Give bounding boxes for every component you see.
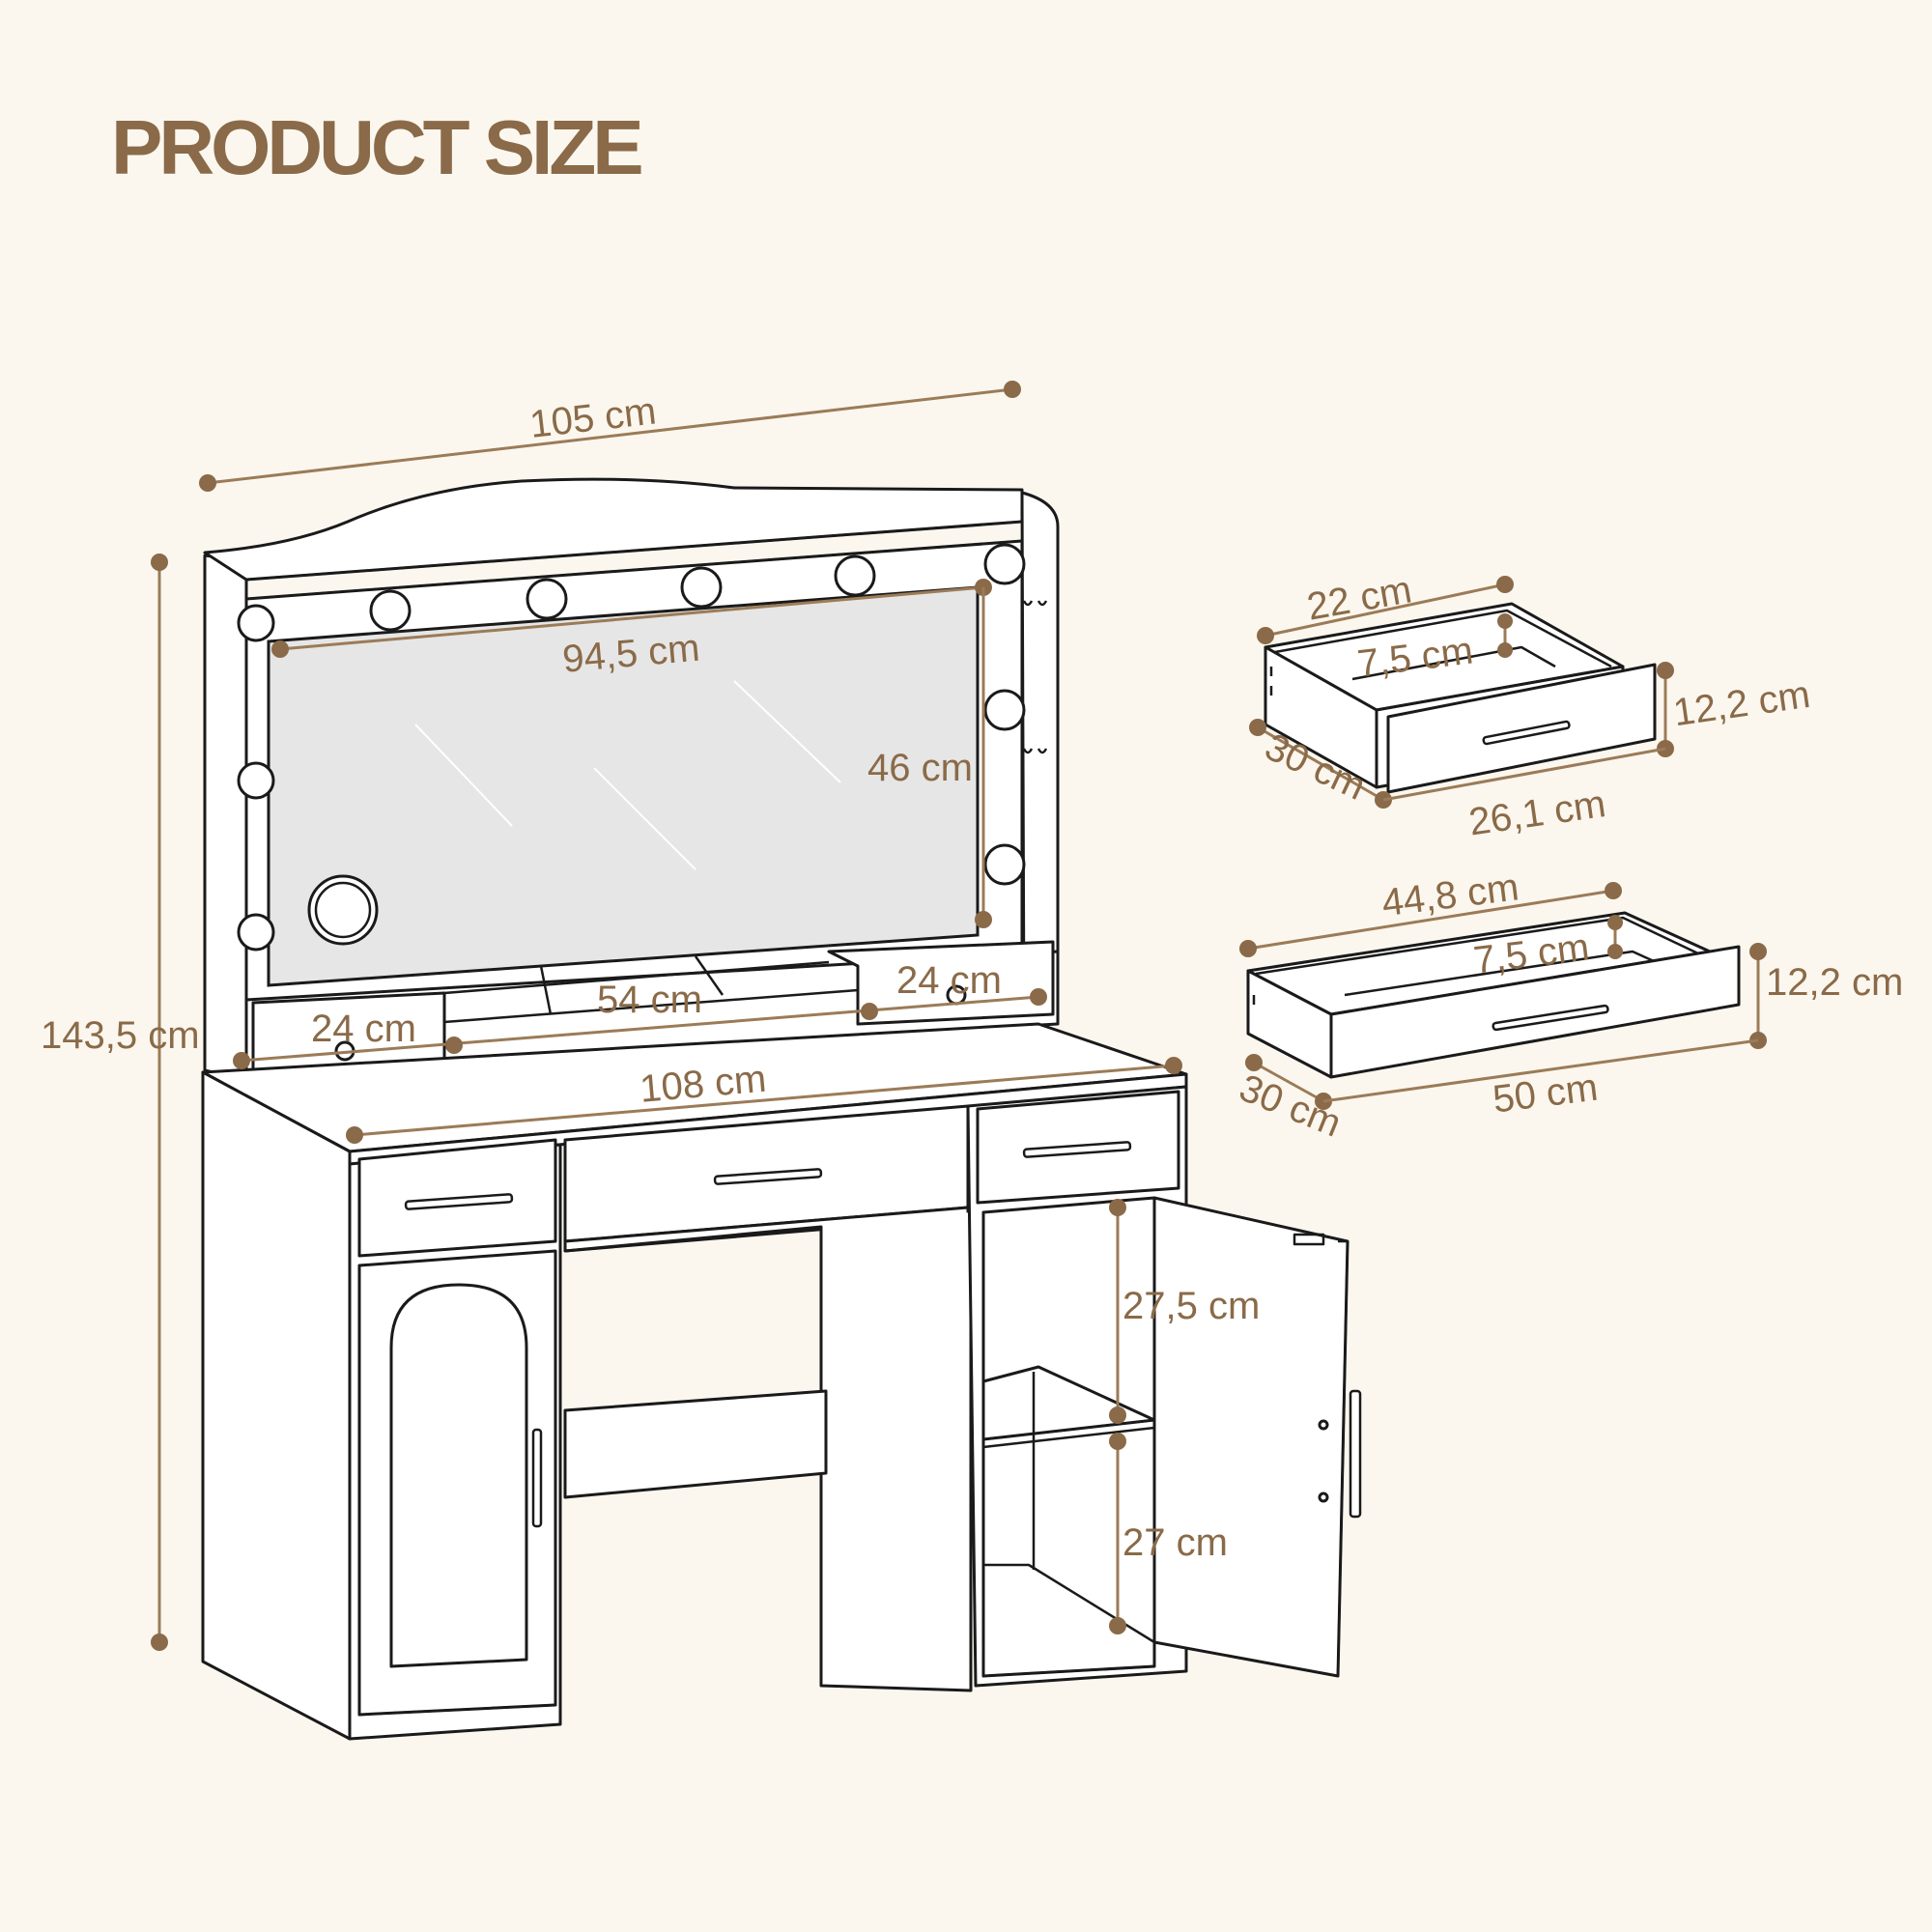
small-drawer-back-width-label: 22 cm (1304, 568, 1415, 628)
bulb-icon (983, 689, 1026, 731)
dimension-labels: 105 cm 143,5 cm 94,5 cm 46 cm 24 cm 54 c… (41, 389, 1903, 1564)
cabinet-upper-label: 27,5 cm (1122, 1285, 1260, 1327)
bulb-icon (834, 554, 876, 597)
left-cubby-label: 24 cm (311, 1008, 416, 1050)
middle-cubby-label: 54 cm (597, 979, 702, 1021)
bulb-icon (237, 913, 275, 952)
bulb-icon (983, 543, 1026, 585)
magnifier-mirror (307, 874, 379, 946)
cabinet-lower-label: 27 cm (1122, 1521, 1228, 1564)
overall-height-label: 143,5 cm (41, 1014, 200, 1057)
large-drawer-height-label: 12,2 cm (1766, 961, 1903, 1004)
mirror (267, 585, 980, 987)
mirror-height-label: 46 cm (867, 747, 973, 789)
dimension-lines (151, 381, 1767, 1651)
small-drawer-front-width-label: 26,1 cm (1466, 782, 1608, 843)
bulb-icon (680, 566, 723, 609)
bulb-icon (369, 589, 412, 632)
right-cubby-label: 24 cm (896, 959, 1002, 1002)
large-drawer-back-width-label: 44,8 cm (1379, 866, 1521, 924)
bulb-icon (983, 843, 1026, 886)
hook-icon (1022, 748, 1048, 754)
overall-width-label: 105 cm (527, 389, 658, 446)
page-title: PRODUCT SIZE (111, 104, 641, 190)
small-drawer-height-label: 12,2 cm (1670, 673, 1812, 734)
large-drawer-depth-label: 30 cm (1234, 1066, 1347, 1146)
bulb-icon (237, 604, 275, 642)
small-drawer-illustration (1264, 602, 1657, 794)
large-drawer-illustration (1246, 911, 1741, 1079)
bulb-icon (237, 761, 275, 800)
hook-icon (1022, 600, 1048, 607)
bulb-icon (526, 578, 568, 620)
